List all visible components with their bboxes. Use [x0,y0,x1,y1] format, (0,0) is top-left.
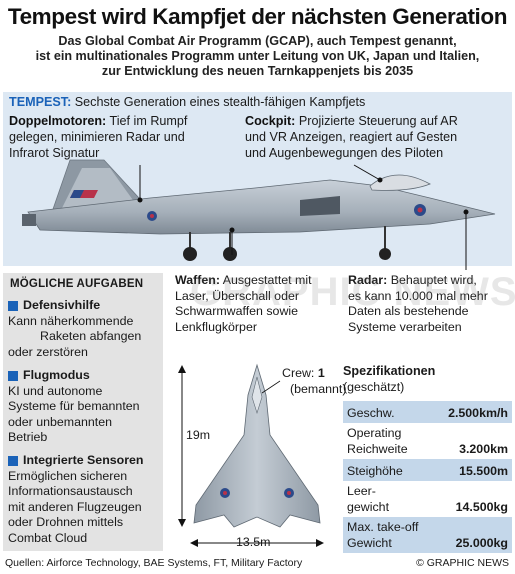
cockpit-label: Cockpit: [245,114,296,128]
crew-note: (bemannt) [290,381,347,396]
spec-label: gewicht [347,499,390,514]
aircraft-top-view [178,363,324,547]
sources: Quellen: Airforce Technology, BAE System… [5,557,303,569]
weapons-callout: Waffen: Ausgestattet mit Laser, Überscha… [175,273,340,335]
page-subtitle: Das Global Combat Air Programm (GCAP), a… [0,34,515,79]
task-title: Flugmodus [23,368,90,382]
spec-label: Max. take-off [347,520,419,534]
spec-label: Reichweite [347,441,408,456]
spec-row-ceiling: Steighöhe 15.500m [343,459,512,481]
spec-value: 14.500kg [455,499,508,514]
cockpit-text: Projizierte Steuerung auf AR [295,114,458,128]
task-title: Integrierte Sensoren [23,453,144,467]
crew-info: Crew: 1 (bemannt) [282,366,346,397]
spec-value: 2.500km/h [448,405,508,420]
radar-callout: Radar: Behauptet wird, es kann 10.000 ma… [348,273,513,335]
subtitle-line: ist ein multinationales Programm unter L… [35,49,480,63]
roundel-icon [147,211,157,221]
radar-text: Behauptet wird, [387,273,477,287]
credit: © GRAPHIC NEWS [416,557,509,569]
tasks-heading: MÖGLICHE AUFGABEN [10,278,144,290]
length-label: 19m [186,428,211,442]
specs-subtitle: (geschätzt) [343,380,405,394]
aircraft-side-view [22,159,496,270]
weapons-text: Schwarmwaffen sowie [175,304,299,318]
crew-label: Crew: [282,366,318,380]
task-sensors: Integrierte Sensoren Ermöglichen sichere… [8,453,163,546]
task-line: Kann näherkommende [8,313,134,328]
spec-value: 3.200km [459,441,508,456]
task-line: Systeme für bemannten [8,399,140,413]
weapons-text: Ausgestattet mit [219,273,312,287]
weapons-text: Laser, Überschall oder [175,288,299,303]
task-defense: Defensivhilfe Kann näherkommende Raketen… [8,298,163,360]
task-line: oder Drohnen mittels [8,515,124,529]
task-line: Betrieb [8,430,48,444]
tempest-description: TEMPEST: Sechste Generation eines stealt… [9,95,365,109]
spec-value: 25.000kg [455,535,508,550]
engines-text: gelegen, minimieren Radar und [9,130,185,144]
bullet-square-icon [8,455,18,466]
spec-label: Steighöhe [347,463,403,478]
spec-label: Geschw. [347,405,395,420]
spec-label: Gewicht [347,535,392,550]
subtitle-line: Das Global Combat Air Programm (GCAP), a… [58,34,457,48]
engines-callout: Doppelmotoren: Tief im Rumpf gelegen, mi… [9,113,239,161]
tempest-text: Sechste Generation eines stealth-fähigen… [71,95,366,109]
cockpit-callout: Cockpit: Projizierte Steuerung auf AR un… [245,113,510,161]
task-line: oder zerstören [8,344,88,359]
tempest-label: TEMPEST: [9,95,72,109]
span-label: 13.5m [236,535,271,549]
cockpit-text: und Augenbewegungen des Piloten [245,146,444,160]
task-title: Defensivhilfe [23,298,101,312]
spec-label: Leer- [347,484,376,498]
cockpit-text: und VR Anzeigen, reagiert auf Gesten [245,130,458,144]
task-line: KI und autonome [8,383,103,398]
engines-text: Tief im Rumpf [106,114,188,128]
task-line: mit anderen Flugzeugen [8,499,142,514]
task-line: Raketen abfangen [40,329,142,343]
tasks-box [3,273,163,551]
engines-text: Infrarot Signatur [9,146,100,160]
task-line: Combat Cloud [8,530,88,545]
task-line: oder unbemannten [8,414,113,429]
watermark: GRAPHIC NEWS [190,270,515,314]
spec-row-speed: Geschw. 2.500km/h [343,401,512,423]
weapons-label: Waffen: [175,273,220,287]
subtitle-line: zur Entwicklung des neuen Tarnkappenjets… [101,64,414,78]
radar-text: es kann 10.000 mal mehr [348,288,488,303]
radar-label: Radar: [348,273,388,287]
engines-label: Doppelmotoren: [9,114,107,128]
weapons-text: Lenkflugkörper [175,319,257,334]
task-line: Informationsaustausch [8,484,133,498]
crew-value: 1 [317,366,325,380]
roundel-icon [414,204,426,216]
radar-text: Systeme verarbeiten [348,319,462,334]
specs-title: Spezifikationen [343,364,436,378]
bullet-square-icon [8,370,18,381]
spec-value: 15.500m [459,463,508,478]
task-line: Ermöglichen sicheren [8,468,128,483]
spec-row-empty-weight: Leer-gewicht 14.500kg [343,481,512,517]
task-flight-mode: Flugmodus KI und autonome Systeme für be… [8,368,163,446]
spec-label: Operating [347,426,402,440]
page-title: Tempest wird Kampfjet der nächsten Gener… [7,4,508,29]
bullet-square-icon [8,300,18,311]
radar-text: Daten als bestehende [348,304,469,318]
